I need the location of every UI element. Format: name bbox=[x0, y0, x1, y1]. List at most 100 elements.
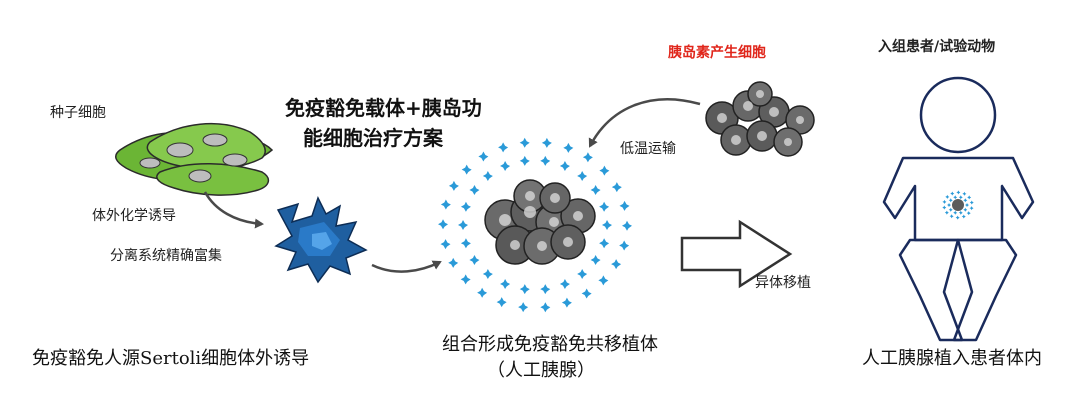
ring-cell bbox=[969, 206, 974, 211]
scheme-title-line1: 免疫豁免载体+胰岛功 bbox=[285, 96, 482, 120]
ring-cell bbox=[519, 155, 530, 166]
ring-cell bbox=[460, 201, 471, 212]
ring-cell bbox=[944, 210, 949, 215]
caption-mid-line1: 组合形成免疫豁免共移植体 bbox=[442, 334, 658, 355]
ring-cell bbox=[948, 198, 953, 203]
ring-cell bbox=[482, 268, 493, 279]
sertoli-cells-illustration bbox=[274, 196, 368, 284]
ring-cell bbox=[541, 137, 552, 148]
ring-cell bbox=[500, 278, 511, 289]
ring-cell bbox=[559, 278, 570, 289]
ring-cell bbox=[458, 220, 468, 230]
caption-left: 免疫豁免人源Sertoli细胞体外诱导 bbox=[32, 348, 310, 369]
ring-cell bbox=[961, 214, 966, 219]
ring-cell bbox=[949, 214, 954, 219]
ring-cell bbox=[963, 198, 968, 203]
ring-cell bbox=[958, 210, 963, 215]
ring-cell bbox=[621, 220, 632, 231]
ring-cell bbox=[460, 274, 471, 285]
ring-cell bbox=[619, 240, 630, 251]
sertoli-ring bbox=[438, 137, 632, 313]
ring-cell bbox=[440, 199, 451, 210]
caption-mid-line2: （人工胰腺） bbox=[487, 360, 595, 381]
ring-cell bbox=[438, 219, 449, 230]
separation-enrichment-label: 分离系统精确富集 bbox=[110, 248, 222, 264]
ring-cell bbox=[469, 255, 480, 266]
ring-cell bbox=[460, 238, 471, 249]
ring-cell bbox=[953, 195, 958, 200]
patient-title-label: 入组患者/试验动物 bbox=[878, 39, 996, 55]
caption-right: 人工胰腺植入患者体内 bbox=[862, 348, 1042, 369]
ring-cell bbox=[482, 171, 493, 182]
seed-cells-illustration bbox=[115, 123, 274, 196]
islet-cluster-center bbox=[484, 179, 596, 265]
ring-cell bbox=[440, 239, 451, 250]
ring-cell bbox=[619, 200, 630, 211]
ring-cell bbox=[577, 171, 588, 182]
ring-cell bbox=[611, 259, 622, 270]
ring-cell bbox=[540, 302, 551, 313]
scheme-title-line2: 能细胞治疗方案 bbox=[303, 126, 443, 150]
ring-cell bbox=[561, 297, 572, 308]
arrow-sertoli-to-combined bbox=[371, 260, 442, 273]
ring-cell bbox=[582, 152, 593, 163]
ring-cell bbox=[477, 287, 488, 298]
ring-cell bbox=[599, 165, 610, 176]
ring-cell bbox=[602, 220, 612, 230]
ring-cell bbox=[498, 142, 509, 153]
ring-cell bbox=[518, 302, 529, 313]
ring-cell bbox=[950, 191, 955, 196]
ring-cell bbox=[478, 151, 489, 162]
co-graft-illustration bbox=[438, 137, 632, 313]
ring-cell bbox=[967, 195, 972, 200]
ring-cell bbox=[581, 288, 592, 299]
arrow-cold-transport bbox=[588, 98, 701, 148]
ring-cell bbox=[599, 238, 610, 249]
ring-cell bbox=[942, 205, 947, 210]
arrow-seed-to-sertoli bbox=[203, 191, 264, 229]
ring-cell bbox=[448, 257, 459, 268]
ring-cell bbox=[948, 207, 953, 212]
insulin-cells-label: 胰岛素产生细胞 bbox=[668, 45, 766, 61]
ring-cell bbox=[947, 203, 951, 207]
ring-cell bbox=[577, 268, 588, 279]
ring-cell bbox=[519, 284, 530, 295]
ring-cell bbox=[942, 199, 947, 204]
ring-cell bbox=[540, 284, 551, 295]
implant-core bbox=[952, 199, 964, 211]
ring-cell bbox=[519, 137, 530, 148]
patient-body-illustration bbox=[882, 76, 1035, 342]
ring-cell bbox=[590, 184, 601, 195]
in-vitro-induction-label: 体外化学诱导 bbox=[92, 208, 176, 224]
ring-cell bbox=[945, 194, 950, 199]
ring-cell bbox=[962, 191, 967, 196]
ring-cell bbox=[598, 275, 609, 286]
ring-cell bbox=[611, 182, 622, 193]
ring-cell bbox=[965, 203, 969, 207]
ring-cell bbox=[969, 200, 974, 205]
ring-cell bbox=[963, 207, 968, 212]
ring-cell bbox=[540, 155, 551, 166]
ring-cell bbox=[966, 211, 971, 216]
ring-cell bbox=[955, 215, 960, 220]
ring-cell bbox=[559, 161, 570, 172]
ring-cell bbox=[958, 195, 963, 200]
implant-in-patient bbox=[942, 190, 974, 220]
xenotransplant-label: 异体移植 bbox=[755, 275, 811, 291]
ring-cell bbox=[956, 190, 961, 195]
ring-cell bbox=[563, 142, 574, 153]
seed-cells-label: 种子细胞 bbox=[50, 105, 106, 121]
ring-cell bbox=[461, 164, 472, 175]
ring-cell bbox=[469, 184, 480, 195]
cold-transport-label: 低温运输 bbox=[620, 141, 676, 157]
ring-cell bbox=[448, 180, 459, 191]
ring-cell bbox=[590, 255, 601, 266]
insulin-cell-cluster bbox=[705, 81, 815, 157]
ring-cell bbox=[599, 201, 610, 212]
ring-cell bbox=[500, 161, 511, 172]
ring-cell bbox=[496, 297, 507, 308]
transplant-arrow bbox=[680, 219, 793, 289]
ring-cell bbox=[953, 210, 958, 215]
